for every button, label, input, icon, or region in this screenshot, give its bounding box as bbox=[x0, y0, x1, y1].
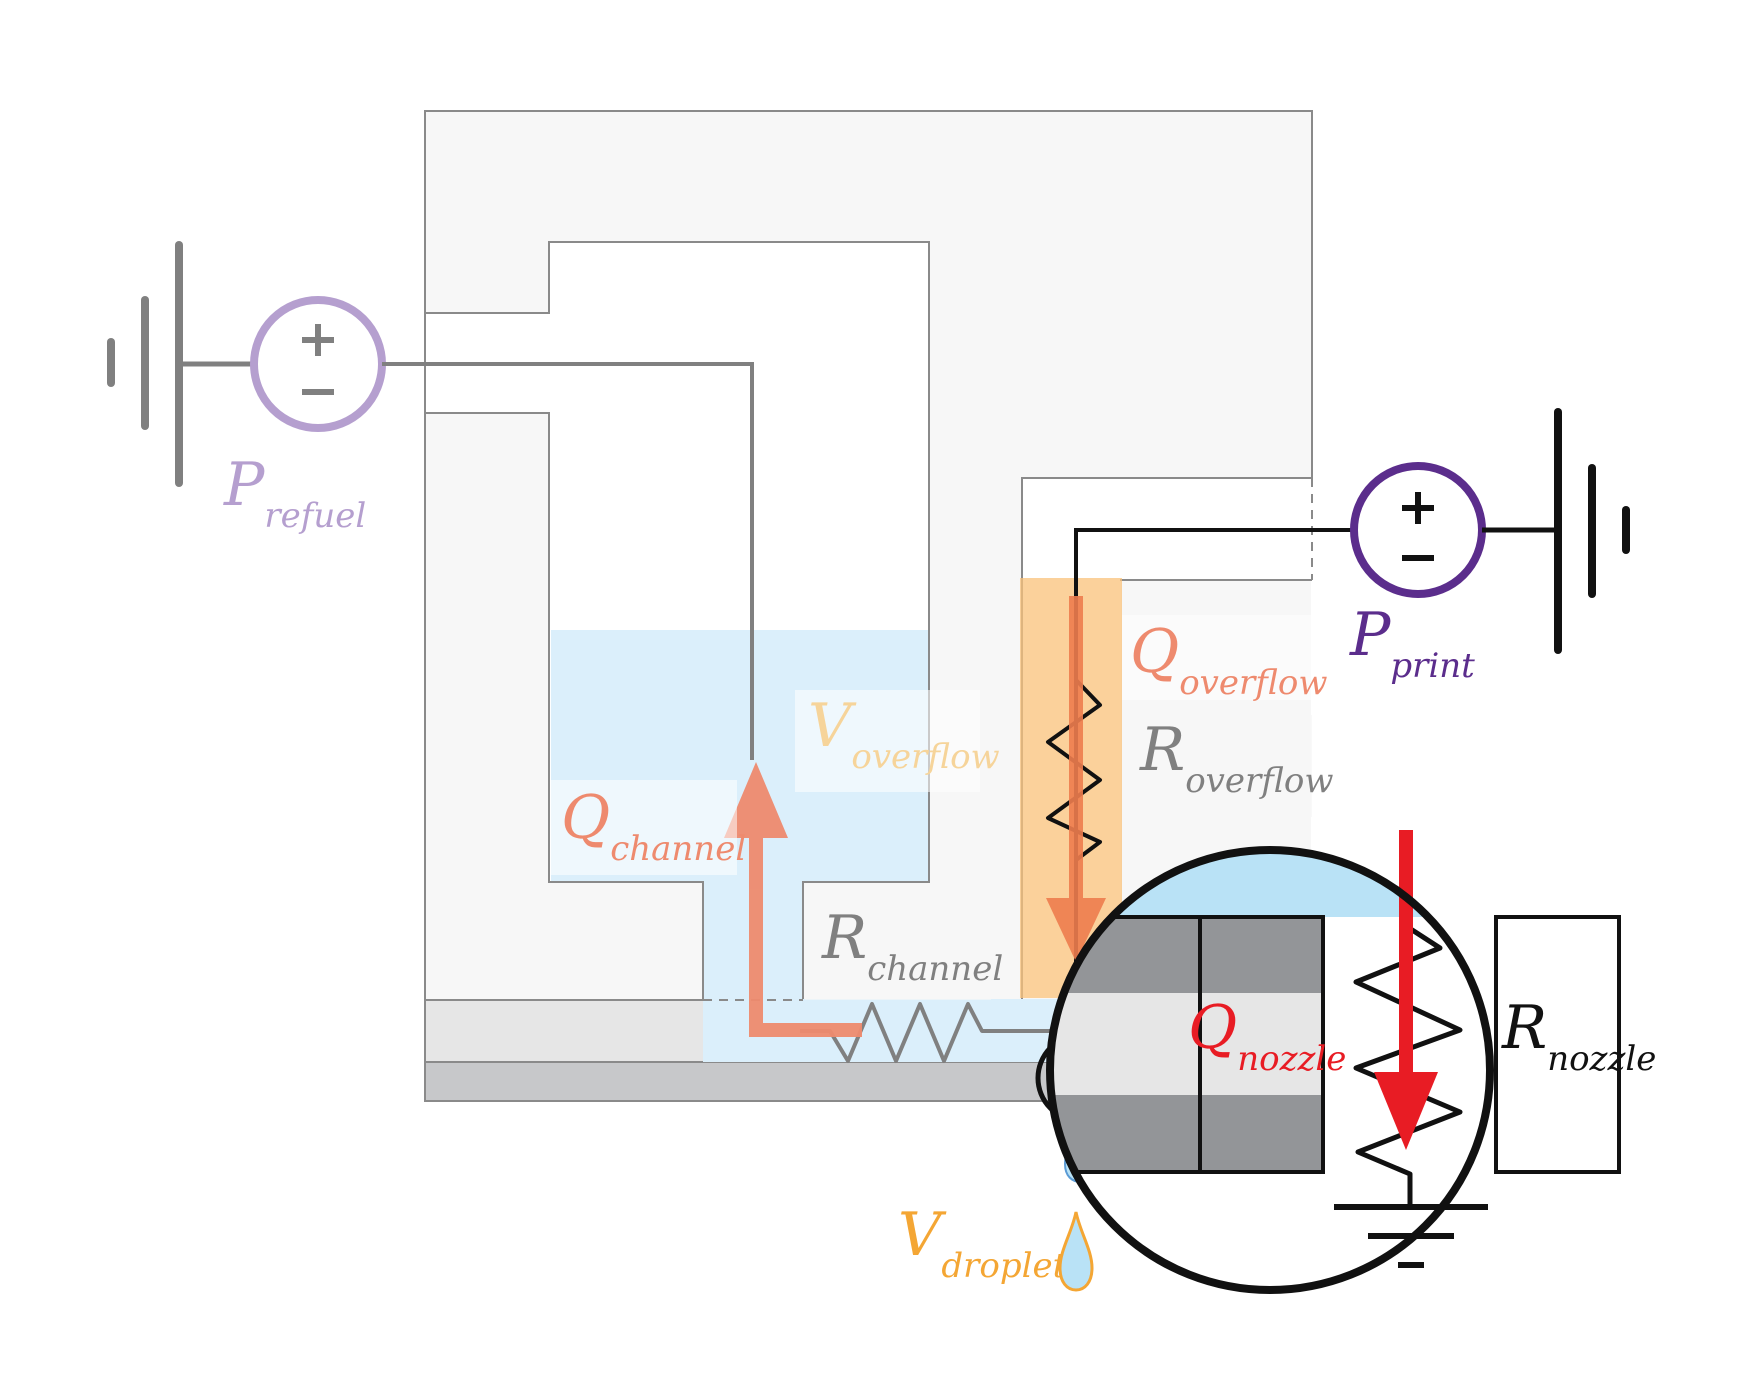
q-channel-label-bg bbox=[551, 780, 737, 875]
zoom-circle-outline bbox=[1046, 846, 1494, 1294]
p-refuel-label: Prefuel bbox=[223, 450, 366, 536]
r-nozzle-label: Rnozzle bbox=[1501, 993, 1656, 1079]
v-overflow-label: Voverflow bbox=[808, 691, 1000, 777]
r-channel-label-bg bbox=[805, 905, 991, 1000]
q-channel-label: Qchannel bbox=[561, 783, 746, 869]
q-overflow-label-bg bbox=[1122, 615, 1312, 700]
r-overflow-label-bg bbox=[1138, 715, 1312, 817]
q-overflow-label: Qoverflow bbox=[1130, 617, 1328, 703]
nozzle-wall-right-outline bbox=[1494, 915, 1621, 1174]
v-overflow-label-bg bbox=[795, 690, 980, 792]
q-overflow-arrow bbox=[1046, 596, 1106, 962]
q-nozzle-label: Qnozzle bbox=[1188, 993, 1346, 1079]
r-overflow-resistor bbox=[1046, 678, 1102, 862]
refuel-source-icon bbox=[250, 296, 386, 432]
print-source-icon bbox=[1350, 462, 1486, 598]
p-print-label: Pprint bbox=[1349, 600, 1475, 686]
print-ground bbox=[1554, 408, 1630, 654]
r-channel-label: Rchannel bbox=[821, 903, 1003, 989]
r-channel-resistor bbox=[800, 1002, 1076, 1063]
nozzle-wall-left-outline bbox=[1198, 915, 1325, 1174]
v-droplet-label: Vdroplet bbox=[898, 1200, 1067, 1286]
refuel-ground bbox=[107, 241, 183, 487]
q-channel-arrow bbox=[724, 762, 862, 1037]
q-nozzle-arrow bbox=[1374, 830, 1438, 1150]
r-overflow-label: Roverflow bbox=[1139, 715, 1334, 801]
droplet-legend-icon bbox=[1058, 1211, 1094, 1292]
refuel-wire bbox=[384, 362, 754, 760]
